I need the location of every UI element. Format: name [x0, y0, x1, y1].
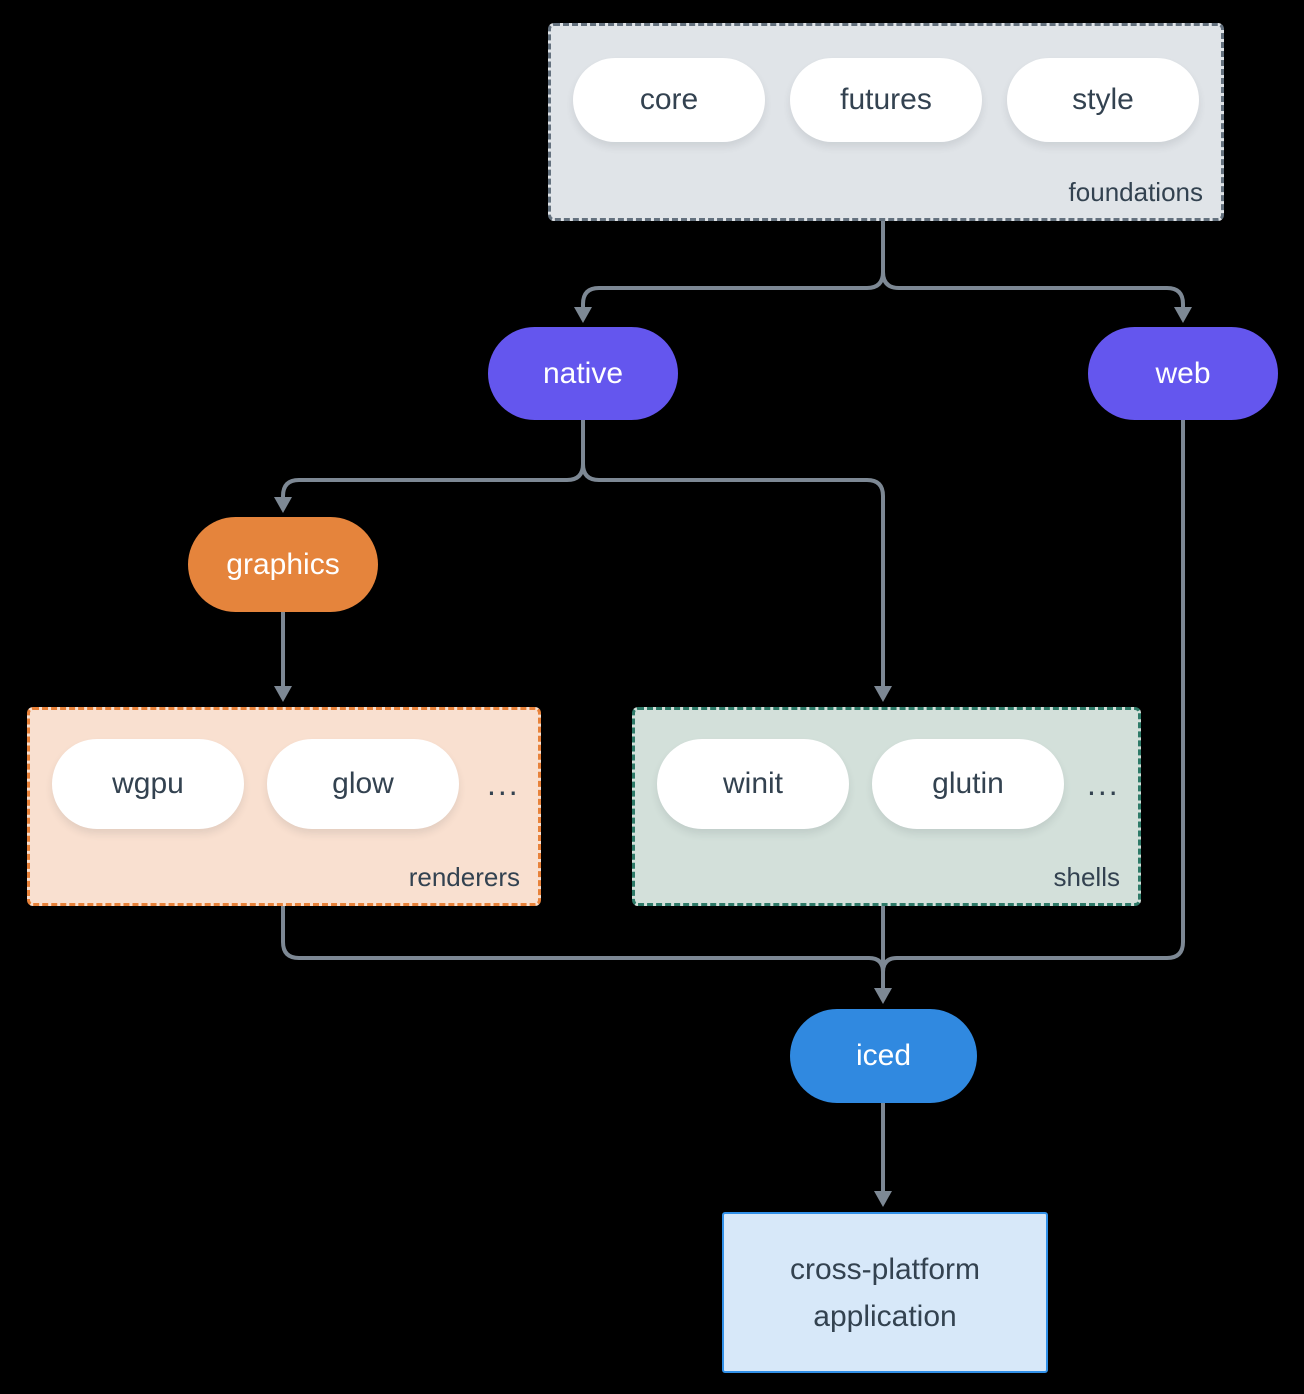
renderers-group: wgpu glow ... renderers — [27, 707, 541, 906]
node-glow: glow — [267, 739, 459, 829]
node-cross-platform-application: cross-platform application — [722, 1212, 1048, 1373]
shells-group-label: shells — [1053, 862, 1120, 892]
edge-foundations-web — [881, 271, 1192, 323]
renderers-ellipsis: ... — [487, 765, 520, 802]
renderers-group-label: renderers — [408, 862, 520, 892]
node-glutin-label: glutin — [932, 767, 1004, 800]
node-iced: iced — [790, 1009, 977, 1103]
node-wgpu: wgpu — [52, 739, 244, 829]
edge-iced-application — [874, 1103, 892, 1207]
node-glow-label: glow — [332, 767, 394, 800]
application-label-line2: application — [813, 1299, 957, 1333]
node-graphics-label: graphics — [226, 547, 340, 581]
shells-group: winit glutin ... shells — [632, 707, 1141, 906]
edge-graphics-renderers — [274, 612, 292, 702]
node-winit: winit — [657, 739, 849, 829]
node-futures: futures — [790, 58, 982, 142]
application-label-line1: cross-platform — [789, 1252, 981, 1286]
edge-native-shells — [581, 463, 892, 702]
node-glutin: glutin — [872, 739, 1064, 829]
edge-foundations-native — [574, 215, 885, 323]
node-iced-label: iced — [855, 1039, 912, 1072]
node-wgpu-label: wgpu — [112, 767, 184, 800]
node-native-label: native — [542, 356, 624, 390]
node-style: style — [1007, 58, 1199, 142]
edge-native-graphics — [274, 420, 585, 513]
shells-ellipsis: ... — [1087, 765, 1120, 802]
node-native: native — [488, 327, 678, 420]
node-core-label: core — [639, 83, 699, 116]
node-style-label: style — [1072, 83, 1134, 116]
node-core: core — [573, 58, 765, 142]
foundations-group: core futures style foundations — [548, 23, 1224, 221]
edge-shells-iced — [874, 900, 892, 1004]
node-web-label: web — [1155, 356, 1211, 390]
node-winit-label: winit — [722, 767, 783, 800]
node-web: web — [1088, 327, 1278, 420]
node-futures-label: futures — [840, 83, 932, 116]
edge-renderers-iced — [281, 900, 885, 973]
foundations-group-label: foundations — [1068, 177, 1203, 207]
node-graphics: graphics — [188, 517, 378, 612]
